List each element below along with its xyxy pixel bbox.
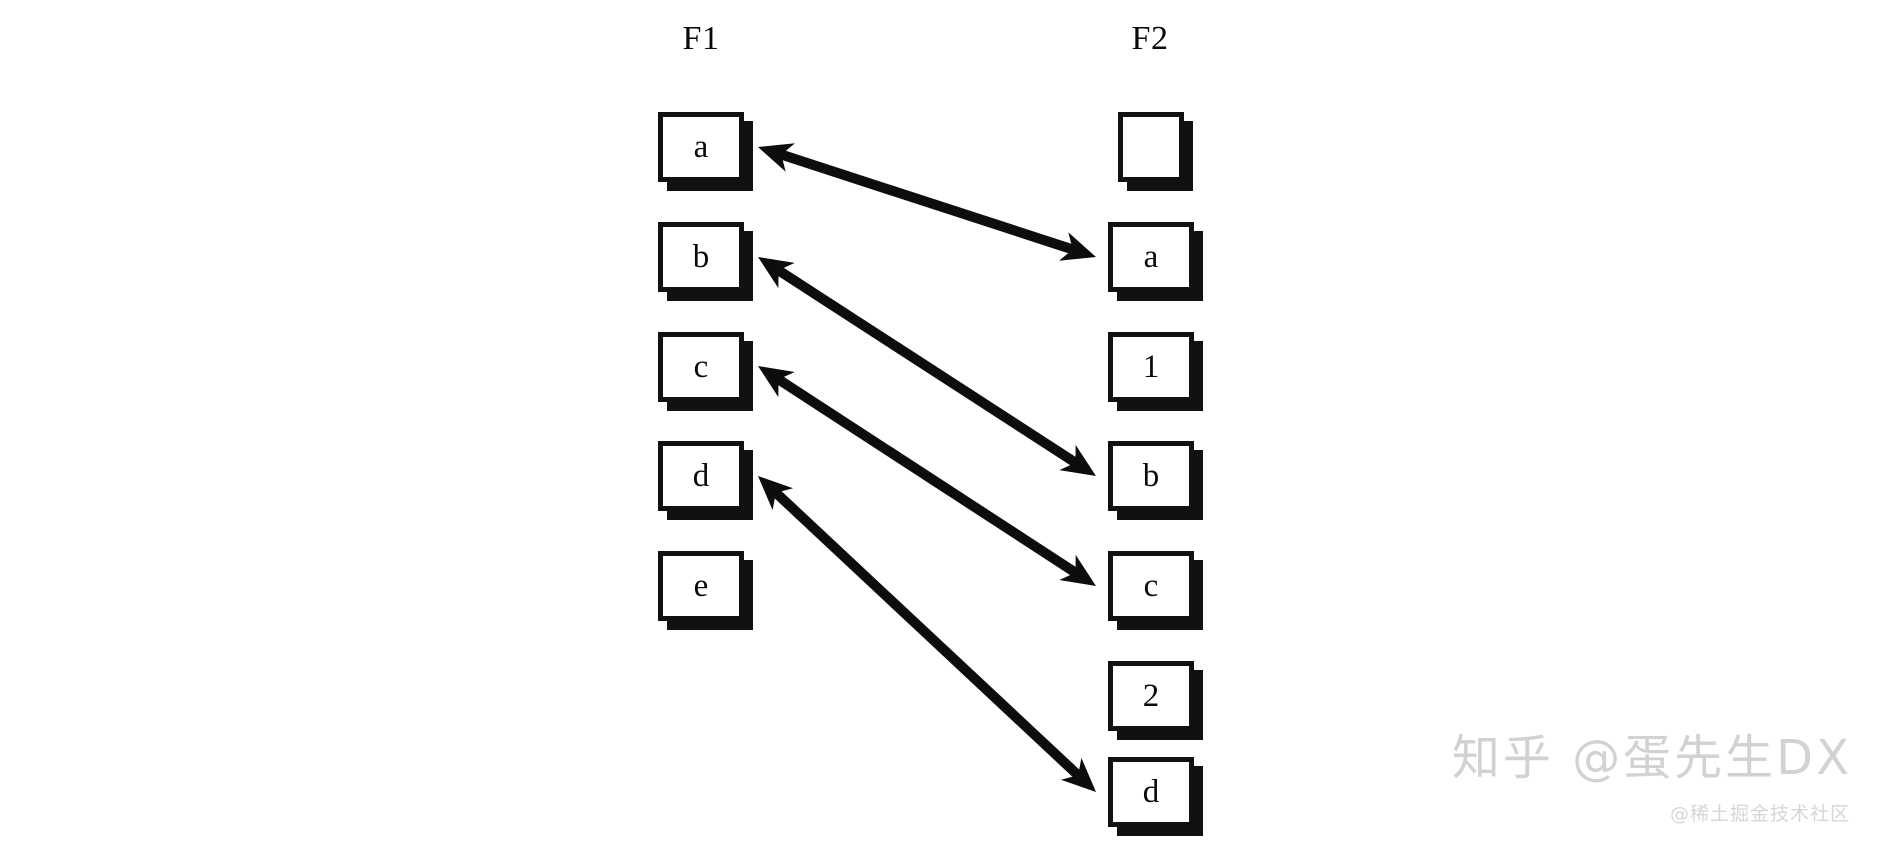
node-label: e: [693, 567, 709, 604]
node-box-f2-5[interactable]: 2: [1108, 661, 1194, 731]
node-label: a: [1143, 238, 1159, 275]
node-box-f2-2[interactable]: 1: [1108, 332, 1194, 402]
column-header-f2: F2: [1131, 20, 1169, 57]
watermark-juejin: @稀土掘金技术社区: [1669, 803, 1850, 825]
column-header-f1: F1: [682, 20, 720, 57]
node-box-f1-0[interactable]: a: [658, 112, 744, 182]
watermark-zhihu: 知乎 @蛋先生DX: [1451, 730, 1852, 786]
node-box-f1-1[interactable]: b: [658, 222, 744, 292]
node-box-f1-4[interactable]: e: [658, 551, 744, 621]
node-box-f2-4[interactable]: c: [1108, 551, 1194, 621]
node-label: c: [693, 348, 709, 385]
node-label: d: [1142, 773, 1160, 810]
node-label: 1: [1142, 348, 1160, 385]
node-label: 2: [1142, 677, 1160, 714]
node-box-f1-3[interactable]: d: [658, 441, 744, 511]
node-box-f2-3[interactable]: b: [1108, 441, 1194, 511]
node-label: d: [692, 457, 710, 494]
node-label: b: [1142, 457, 1160, 494]
node-label: c: [1143, 567, 1159, 604]
node-label: b: [692, 238, 710, 275]
node-box-f2-0[interactable]: [1118, 112, 1184, 182]
arrow-b-b: [758, 257, 1096, 476]
arrow-a-a: [758, 143, 1096, 261]
node-box-f2-6[interactable]: d: [1108, 757, 1194, 827]
node-label: a: [693, 128, 709, 165]
node-box-f2-1[interactable]: a: [1108, 222, 1194, 292]
node-box-f1-2[interactable]: c: [658, 332, 744, 402]
arrow-c-c: [758, 366, 1096, 586]
arrow-d-d: [758, 476, 1096, 792]
